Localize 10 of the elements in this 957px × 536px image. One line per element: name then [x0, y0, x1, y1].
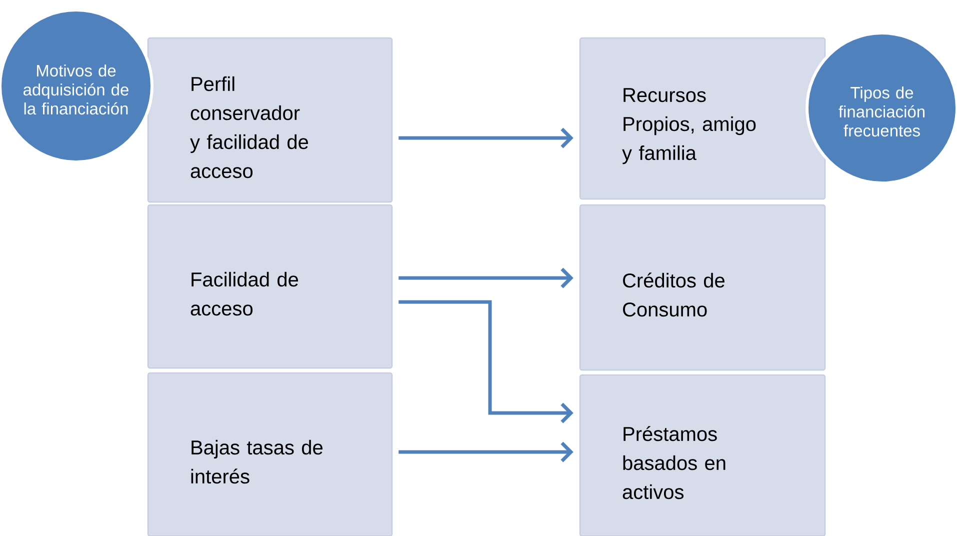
arrow	[398, 300, 574, 424]
process-box: Facilidad de acceso	[147, 204, 393, 369]
process-box: Recursos Propios, amigo y familia	[579, 37, 826, 200]
arrow	[398, 128, 574, 148]
process-box: Bajas tasas de interés	[147, 372, 393, 536]
process-box: Préstamos basados en activos	[579, 374, 826, 536]
process-box: Créditos de Consumo	[579, 204, 826, 371]
arrow	[398, 442, 574, 462]
arrow	[398, 268, 574, 288]
process-box: Perfil conservador y facilidad de acceso	[147, 37, 393, 203]
